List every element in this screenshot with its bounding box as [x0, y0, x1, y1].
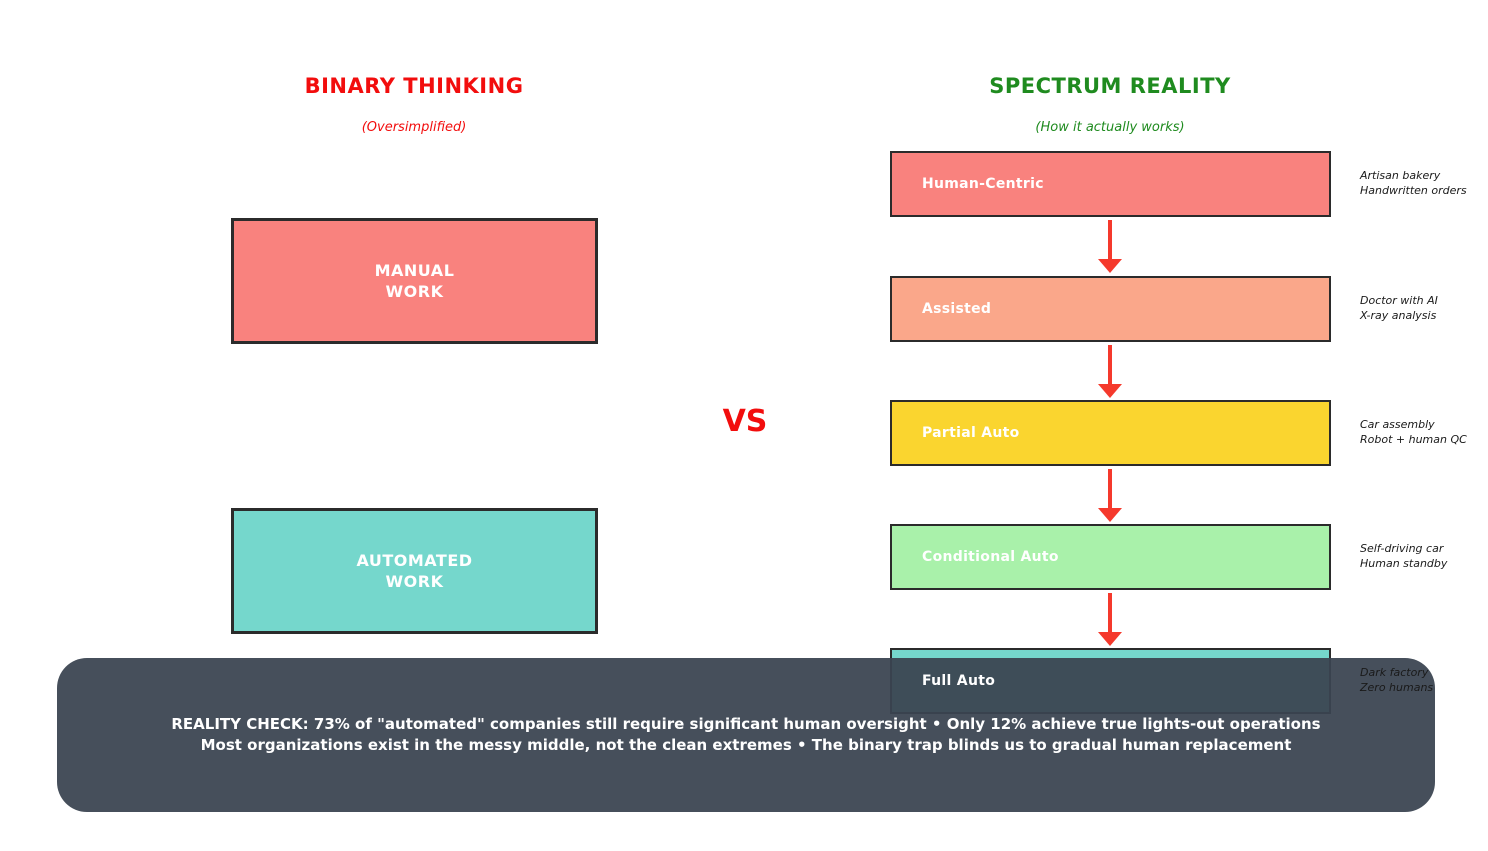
note-line: Human standby [1360, 557, 1448, 570]
down-arrow-2 [1092, 345, 1128, 398]
note-line: Doctor with AI [1360, 294, 1438, 307]
binary-thinking-title: BINARY THINKING [304, 74, 524, 98]
level-box-conditional-auto [890, 524, 1331, 590]
level-note-full-auto: Dark factory Zero humans [1360, 665, 1485, 695]
spectrum-reality-subtitle: (How it actually works) [1035, 120, 1185, 135]
reality-check-panel: REALITY CHECK: 73% of "automated" compan… [57, 658, 1435, 812]
arrow-head-icon [1098, 508, 1122, 522]
arrow-stem [1108, 220, 1112, 259]
note-line: Robot + human QC [1360, 433, 1467, 446]
manual-work-label-line2: WORK [385, 282, 444, 301]
note-line: Self-driving car [1360, 542, 1444, 555]
level-note-conditional-auto: Self-driving car Human standby [1360, 541, 1485, 571]
arrow-head-icon [1098, 384, 1122, 398]
arrow-stem [1108, 593, 1112, 632]
level-label-partial-auto: Partial Auto [922, 425, 1020, 441]
level-note-human-centric: Artisan bakery Handwritten orders [1360, 168, 1485, 198]
level-box-human-centric [890, 151, 1331, 217]
level-label-conditional-auto: Conditional Auto [922, 549, 1059, 565]
arrow-stem [1108, 469, 1112, 508]
level-note-assisted: Doctor with AI X-ray analysis [1360, 293, 1485, 323]
down-arrow-1 [1092, 220, 1128, 273]
spectrum-reality-title: SPECTRUM REALITY [989, 74, 1231, 98]
arrow-head-icon [1098, 632, 1122, 646]
level-note-partial-auto: Car assembly Robot + human QC [1360, 417, 1485, 447]
note-line: Artisan bakery [1360, 169, 1441, 182]
reality-check-line1: REALITY CHECK: 73% of "automated" compan… [171, 715, 1321, 733]
level-label-full-auto: Full Auto [922, 673, 996, 689]
manual-work-box: MANUAL WORK [231, 218, 598, 344]
down-arrow-3 [1092, 469, 1128, 522]
manual-work-label-line1: MANUAL [374, 261, 455, 280]
vs-label: VS [722, 404, 768, 439]
note-line: Dark factory [1360, 666, 1429, 679]
level-box-partial-auto [890, 400, 1331, 466]
note-line: Handwritten orders [1360, 184, 1467, 197]
arrow-stem [1108, 345, 1112, 384]
arrow-head-icon [1098, 259, 1122, 273]
level-box-assisted [890, 276, 1331, 342]
reality-check-line2: Most organizations exist in the messy mi… [200, 736, 1292, 754]
level-label-human-centric: Human-Centric [922, 176, 1044, 192]
note-line: Car assembly [1360, 418, 1435, 431]
level-label-assisted: Assisted [922, 301, 992, 317]
note-line: X-ray analysis [1360, 309, 1437, 322]
binary-thinking-subtitle: (Oversimplified) [361, 120, 467, 135]
note-line: Zero humans [1360, 681, 1434, 694]
automated-work-label-line2: WORK [385, 572, 444, 591]
down-arrow-4 [1092, 593, 1128, 646]
automated-work-box: AUTOMATED WORK [231, 508, 598, 634]
automated-work-label-line1: AUTOMATED [356, 551, 473, 570]
